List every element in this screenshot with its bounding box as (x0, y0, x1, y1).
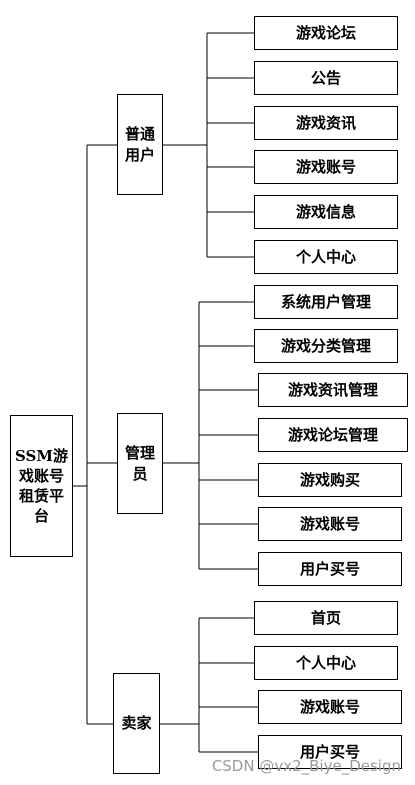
leaf-node: 游戏账号 (258, 690, 402, 724)
leaf-node: 游戏信息 (254, 195, 398, 229)
leaf-label: 游戏资讯 (295, 113, 356, 132)
group-node-admin: 管理员 (117, 413, 163, 514)
leaf-label: 游戏资讯管理 (287, 380, 378, 399)
leaf-node: 公告 (254, 61, 398, 95)
leaf-node: 游戏购买 (258, 463, 402, 497)
leaf-label: 系统用户管理 (280, 292, 371, 311)
leaf-node: 用户买号 (258, 735, 402, 769)
leaf-node: 首页 (254, 601, 398, 635)
leaf-label: 游戏分类管理 (280, 336, 371, 355)
leaf-label: 游戏购买 (299, 470, 360, 489)
leaf-label: 用户买号 (299, 559, 360, 578)
group-node-seller: 卖家 (113, 673, 160, 774)
leaf-node: 游戏论坛管理 (258, 418, 408, 452)
leaf-label: 用户买号 (299, 742, 360, 761)
leaf-label: 公告 (310, 68, 341, 87)
group-label: 管理员 (124, 444, 155, 483)
leaf-label: 游戏账号 (299, 697, 360, 716)
leaf-node: 游戏论坛 (254, 16, 398, 50)
leaf-label: 游戏论坛 (295, 23, 356, 42)
leaf-label: 游戏账号 (299, 514, 360, 533)
group-label: 普通用户 (124, 125, 155, 164)
leaf-node: 游戏账号 (254, 150, 398, 184)
leaf-node: 系统用户管理 (254, 285, 398, 319)
leaf-node: 游戏账号 (258, 507, 402, 541)
leaf-label: 首页 (310, 608, 341, 627)
watermark-text: CSDN @vx2_Biye_Design (211, 757, 401, 775)
leaf-node: 个人中心 (254, 646, 398, 680)
leaf-label: 个人中心 (295, 653, 356, 672)
leaf-label: 游戏账号 (295, 157, 356, 176)
group-node-regular-user: 普通用户 (117, 94, 163, 195)
root-label: SSM游戏账号租赁平台 (15, 446, 68, 526)
leaf-node: 游戏分类管理 (254, 329, 398, 363)
group-label: 卖家 (121, 714, 152, 733)
leaf-label: 游戏论坛管理 (287, 425, 378, 444)
root-node: SSM游戏账号租赁平台 (10, 415, 73, 557)
leaf-node: 游戏资讯 (254, 106, 398, 140)
leaf-node: 用户买号 (258, 552, 402, 586)
leaf-node: 游戏资讯管理 (258, 373, 408, 407)
leaf-label: 个人中心 (295, 247, 356, 266)
leaf-node: 个人中心 (254, 240, 398, 274)
leaf-label: 游戏信息 (295, 202, 356, 221)
